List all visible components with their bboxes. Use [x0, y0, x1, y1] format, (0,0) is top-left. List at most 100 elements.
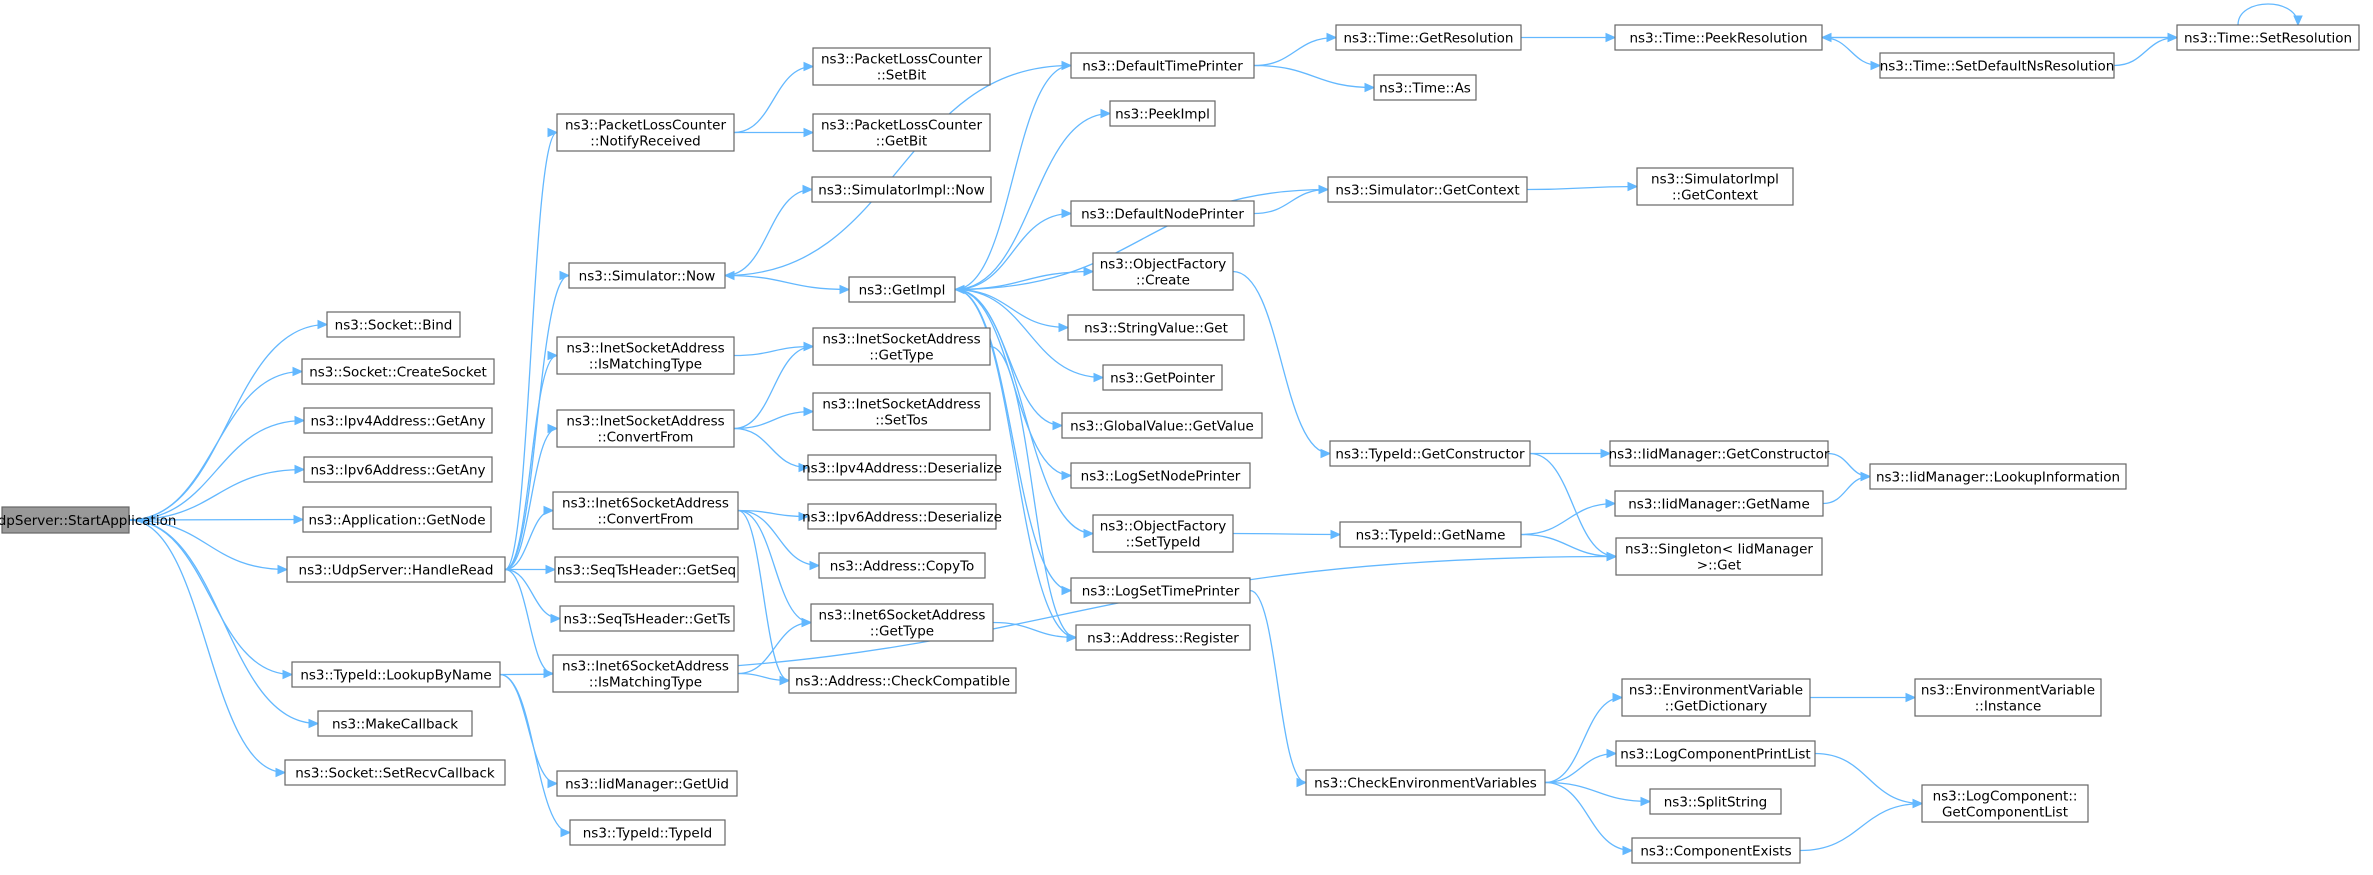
- node-label: ::Create: [1136, 273, 1190, 289]
- edge-line: [733, 410, 814, 430]
- edge-arrowhead: [560, 827, 572, 838]
- node-label: ns3::IidManager::GetName: [1628, 497, 1810, 513]
- node-ns3-defaulttimeprinter[interactable]: ns3::DefaultTimePrinter: [1070, 52, 1255, 79]
- node-label: ns3::PacketLossCounter: [821, 118, 982, 134]
- node-box: [812, 47, 991, 86]
- node-ns3-udpserver-startapplication[interactable]: ns3::UdpServer::StartApplication: [0, 506, 176, 534]
- edge-n0-n5: [128, 514, 305, 525]
- node-ns3-address-checkcompatible[interactable]: ns3::Address::CheckCompatible: [788, 667, 1017, 694]
- node-ns3-peekimpl[interactable]: ns3::PeekImpl: [1109, 100, 1216, 127]
- node-ns3-inetsocketaddress-settos[interactable]: ns3::InetSocketAddress::SetTos: [812, 392, 991, 431]
- edge-line: [1544, 752, 1617, 784]
- node-ns3-inetsocketaddress-convertfrom[interactable]: ns3::InetSocketAddress::ConvertFrom: [556, 409, 735, 448]
- node-ns3-singleton-iidmanager-get[interactable]: ns3::Singleton< IidManager >::Get: [1615, 537, 1823, 576]
- edge-n11-n23: [724, 274, 851, 295]
- node-ns3-ipv6address-deserialize[interactable]: ns3::Ipv6Address::Deserialize: [802, 503, 1002, 530]
- edge-n13-n25: [733, 406, 815, 430]
- edge-n17-n29: [737, 617, 813, 675]
- node-ns3-time-peekresolution[interactable]: ns3::Time::PeekResolution: [1614, 24, 1823, 51]
- node-ns3-seqtsheader-getseq[interactable]: ns3::SeqTsHeader::GetSeq: [554, 556, 739, 583]
- edge-arrowhead: [1870, 60, 1882, 71]
- node-ns3-time-setdefaultnsresolution[interactable]: ns3::Time::SetDefaultNsResolution: [1879, 52, 2115, 79]
- node-box: [286, 556, 506, 583]
- node-ns3-componentexists[interactable]: ns3::ComponentExists: [1631, 837, 1801, 864]
- node-ns3-simulatorimpl-getcontext[interactable]: ns3::SimulatorImpl::GetContext: [1636, 167, 1794, 206]
- node-ns3-iidmanager-lookupinformation[interactable]: ns3::IidManager::LookupInformation: [1869, 463, 2127, 490]
- node-ns3-simulator-now[interactable]: ns3::Simulator::Now: [568, 262, 726, 289]
- node-ns3-getpointer[interactable]: ns3::GetPointer: [1102, 364, 1223, 391]
- node-ns3-address-register[interactable]: ns3::Address::Register: [1075, 624, 1251, 651]
- node-ns3-objectfactory-settypeid[interactable]: ns3::ObjectFactory::SetTypeId: [1092, 514, 1234, 553]
- node-ns3-socket-bind[interactable]: ns3::Socket::Bind: [326, 311, 461, 338]
- node-box: [1092, 252, 1234, 291]
- edge-line: [1232, 270, 1331, 455]
- node-ns3-packetlosscounter-getbit[interactable]: ns3::PacketLossCounter::GetBit: [812, 113, 991, 152]
- node-ns3-inet6socketaddress-gettype[interactable]: ns3::Inet6SocketAddress::GetType: [810, 603, 994, 642]
- node-ns3-makecallback[interactable]: ns3::MakeCallback: [317, 710, 473, 737]
- node-ns3-iidmanager-getuid[interactable]: ns3::IidManager::GetUid: [556, 770, 738, 797]
- node-ns3-packetlosscounter-setbit[interactable]: ns3::PacketLossCounter::SetBit: [812, 47, 991, 86]
- edge-arrowhead: [317, 319, 329, 330]
- edge-line: [504, 427, 558, 571]
- node-box: [556, 336, 735, 375]
- node-ns3-socket-setrecvcallback[interactable]: ns3::Socket::SetRecvCallback: [284, 759, 506, 786]
- node-ns3-logcomponent-getcomponentlist[interactable]: ns3::LogComponent::GetComponentList: [1921, 784, 2089, 823]
- node-ns3-iidmanager-getname[interactable]: ns3::IidManager::GetName: [1614, 490, 1824, 517]
- node-ns3-iidmanager-getconstructor[interactable]: ns3::IidManager::GetConstructor: [1609, 440, 1830, 467]
- node-label: ns3::SeqTsHeader::GetSeq: [557, 563, 736, 579]
- node-ns3-typeid-lookupbyname[interactable]: ns3::TypeId::LookupByName: [291, 661, 501, 688]
- node-ns3-inet6socketaddress-convertfrom[interactable]: ns3::Inet6SocketAddress::ConvertFrom: [552, 491, 739, 530]
- edge-arrowhead: [1606, 748, 1618, 759]
- node-ns3-stringvalue-get[interactable]: ns3::StringValue::Get: [1067, 314, 1245, 341]
- edge-arrowhead: [1600, 448, 1612, 459]
- node-label: ns3::InetSocketAddress: [822, 397, 980, 413]
- node-ns3-simulator-getcontext[interactable]: ns3::Simulator::GetContext: [1327, 176, 1528, 203]
- node-ns3-ipv4address-getany[interactable]: ns3::Ipv4Address::GetAny: [303, 407, 493, 434]
- node-label: ns3::IidManager::GetUid: [565, 777, 729, 793]
- node-box: [1329, 440, 1531, 467]
- node-ns3-inet6socketaddress-ismatchingtype[interactable]: ns3::Inet6SocketAddress::IsMatchingType: [552, 654, 739, 693]
- node-ns3-logsetnodeprinter[interactable]: ns3::LogSetNodePrinter: [1070, 462, 1251, 489]
- node-ns3-getimpl[interactable]: ns3::GetImpl: [848, 276, 956, 303]
- node-ns3-checkenvironmentvariables[interactable]: ns3::CheckEnvironmentVariables: [1305, 769, 1546, 796]
- edge-n47-n56: [1544, 692, 1624, 784]
- node-ns3-logsettimeprinter[interactable]: ns3::LogSetTimePrinter: [1070, 577, 1251, 604]
- node-ns3-udpserver-handleread[interactable]: ns3::UdpServer::HandleRead: [286, 556, 506, 583]
- node-ns3-application-getnode[interactable]: ns3::Application::GetNode: [302, 506, 492, 533]
- edge-arrowhead: [1820, 32, 1832, 43]
- node-ns3-time-setresolution[interactable]: ns3::Time::SetResolution: [2176, 24, 2360, 51]
- node-ns3-objectfactory-create[interactable]: ns3::ObjectFactory::Create: [1092, 252, 1234, 291]
- node-ns3-splitstring[interactable]: ns3::SplitString: [1649, 788, 1782, 815]
- node-ns3-socket-createsocket[interactable]: ns3::Socket::CreateSocket: [301, 358, 495, 385]
- edge-arrowhead: [803, 61, 815, 72]
- node-ns3-globalvalue-getvalue[interactable]: ns3::GlobalValue::GetValue: [1061, 412, 1263, 439]
- node-ns3-logcomponentprintlist[interactable]: ns3::LogComponentPrintList: [1615, 740, 1816, 767]
- node-ns3-inetsocketaddress-ismatchingtype[interactable]: ns3::InetSocketAddress::IsMatchingType: [556, 336, 735, 375]
- node-ns3-ipv4address-deserialize[interactable]: ns3::Ipv4Address::Deserialize: [802, 454, 1002, 481]
- edge-arrowhead: [547, 423, 559, 434]
- node-label: ns3::LogComponent::: [1933, 789, 2078, 805]
- edge-n6-n16: [504, 568, 562, 624]
- node-box: [303, 407, 493, 434]
- node-label: ns3::UdpServer::StartApplication: [0, 513, 176, 529]
- node-ns3-packetlosscounter-notifyreceived[interactable]: ns3::PacketLossCounter::NotifyReceived: [556, 113, 735, 152]
- node-ns3-environmentvariable-getdictionary[interactable]: ns3::EnvironmentVariable::GetDictionary: [1621, 678, 1811, 717]
- node-ns3-ipv6address-getany[interactable]: ns3::Ipv6Address::GetAny: [303, 456, 493, 483]
- node-ns3-defaultnodeprinter[interactable]: ns3::DefaultNodePrinter: [1070, 200, 1255, 227]
- node-label: ::GetType: [870, 624, 934, 640]
- node-box: [559, 605, 735, 632]
- node-ns3-time-getresolution[interactable]: ns3::Time::GetResolution: [1335, 24, 1522, 51]
- edge-line: [1249, 589, 1307, 784]
- node-ns3-seqtsheader-getts[interactable]: ns3::SeqTsHeader::GetTs: [559, 605, 735, 632]
- node-ns3-simulatorimpl-now[interactable]: ns3::SimulatorImpl::Now: [811, 176, 992, 203]
- node-ns3-typeid-typeid[interactable]: ns3::TypeId::TypeId: [569, 819, 726, 846]
- node-ns3-typeid-getconstructor[interactable]: ns3::TypeId::GetConstructor: [1329, 440, 1531, 467]
- node-ns3-inetsocketaddress-gettype[interactable]: ns3::InetSocketAddress::GetType: [812, 327, 991, 366]
- edge-line: [128, 370, 303, 521]
- node-ns3-time-as[interactable]: ns3::Time::As: [1373, 74, 1477, 101]
- node-ns3-typeid-getname[interactable]: ns3::TypeId::GetName: [1339, 521, 1522, 548]
- node-ns3-environmentvariable-instance[interactable]: ns3::EnvironmentVariable::Instance: [1914, 678, 2102, 717]
- edge-line: [737, 509, 790, 682]
- node-ns3-address-copyto[interactable]: ns3::Address::CopyTo: [818, 552, 986, 579]
- node-label: ns3::TypeId::LookupByName: [300, 668, 491, 684]
